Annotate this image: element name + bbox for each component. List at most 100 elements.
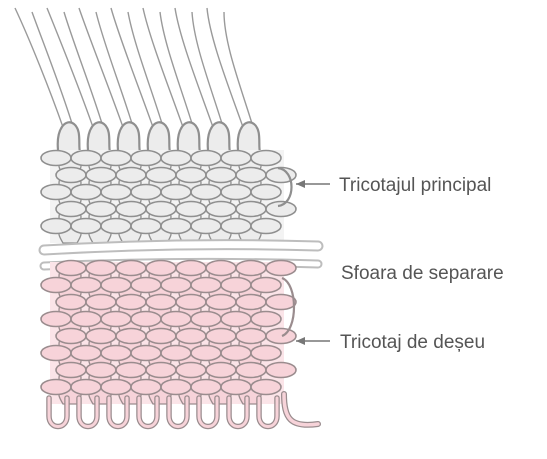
stitch-loop (55, 166, 87, 184)
yarn-strand (127, 11, 165, 131)
main-knitting-arrow (296, 180, 330, 188)
main-knitting (40, 149, 297, 244)
label-arrows (296, 180, 330, 345)
stitch-loop (100, 310, 132, 328)
stitch-loop (55, 200, 87, 218)
stitch-loop (40, 276, 72, 294)
stitch-loop (145, 259, 177, 277)
stitch-loop (160, 276, 192, 294)
stitch-loop (160, 344, 192, 362)
yarn-strand (174, 7, 215, 131)
bottom-loop (197, 396, 219, 428)
yarn-strand (46, 7, 95, 131)
stitch-loop (190, 310, 222, 328)
stitch-loop (130, 149, 162, 167)
bottom-loop (257, 396, 279, 428)
top-loop (206, 121, 232, 153)
yarn-strand (31, 11, 75, 131)
waste-edge-loop (281, 276, 295, 338)
bottom-loop (167, 396, 189, 428)
stitch-loop (220, 183, 252, 201)
yarn-strand (110, 7, 155, 131)
loose-yarn-ends (14, 7, 262, 153)
yarn-strand (191, 11, 225, 131)
stitch-loop (130, 276, 162, 294)
stitch-loop (160, 378, 192, 396)
yarn-strand (206, 7, 245, 131)
stitch-loop (130, 378, 162, 396)
stitch-loop (40, 310, 72, 328)
stitch-loop (205, 327, 237, 345)
stitch-loop (100, 217, 132, 235)
stitch-loop (55, 361, 87, 379)
stitch-loop (175, 361, 207, 379)
stitch-loop (100, 344, 132, 362)
stitch-loop (190, 378, 222, 396)
top-loop (236, 121, 262, 153)
stitch-loop (145, 361, 177, 379)
main-edge-loop (277, 166, 293, 208)
stitch-loop (205, 200, 237, 218)
stitch-loop (205, 361, 237, 379)
stitch-loop (190, 344, 222, 362)
stitch-loop (235, 327, 267, 345)
stitch-loop (220, 378, 252, 396)
top-loop (116, 121, 142, 153)
yarn-tail (282, 392, 320, 427)
stitch-loop (85, 200, 117, 218)
stitch-loop (100, 378, 132, 396)
stitch-loop (190, 276, 222, 294)
yarn-strand (78, 7, 125, 131)
top-loop (86, 121, 112, 153)
stitch-loop (145, 166, 177, 184)
waste-knitting-arrow (296, 337, 330, 345)
stitch-row (55, 327, 297, 345)
stitch-loop (130, 310, 162, 328)
stitch-loop (40, 217, 72, 235)
stitch-loop (145, 293, 177, 311)
stitch-loop (190, 149, 222, 167)
stitch-loop (115, 293, 147, 311)
stitch-loop (190, 183, 222, 201)
stitch-loop (265, 259, 297, 277)
stitch-loop (220, 310, 252, 328)
stitch-loop (70, 217, 102, 235)
stitch-loop (160, 183, 192, 201)
stitch-loop (220, 217, 252, 235)
stitch-loop (160, 149, 192, 167)
stitch-loop (250, 149, 282, 167)
stitch-loop (115, 200, 147, 218)
stitch-row (55, 200, 297, 218)
stitch-loop (115, 327, 147, 345)
stitch-loop (175, 166, 207, 184)
arrow-head (296, 180, 305, 188)
stitch-row (40, 217, 282, 235)
stitch-row (40, 183, 282, 201)
stitch-loop (85, 259, 117, 277)
stitch-loop (70, 183, 102, 201)
stitch-loop (265, 200, 297, 218)
stitch-loop (145, 200, 177, 218)
stitch-loop (190, 217, 222, 235)
stitch-loop (70, 149, 102, 167)
stitch-loop (85, 166, 117, 184)
stitch-loop (205, 293, 237, 311)
bottom-loop (77, 396, 99, 428)
bottom-loop (137, 396, 159, 428)
stitch-loop (70, 310, 102, 328)
stitch-row (55, 361, 297, 379)
yarn-strand (63, 11, 105, 131)
stitch-loop (100, 183, 132, 201)
stitch-loop (160, 217, 192, 235)
stitch-loop (205, 166, 237, 184)
stitch-loop (250, 183, 282, 201)
stitch-loop (40, 378, 72, 396)
stitch-loop (85, 327, 117, 345)
stitch-loop (55, 293, 87, 311)
waste-knitting (40, 259, 321, 430)
stitch-loop (235, 166, 267, 184)
yarn-strand (159, 11, 195, 131)
stitch-loop (115, 361, 147, 379)
stitch-loop (235, 293, 267, 311)
